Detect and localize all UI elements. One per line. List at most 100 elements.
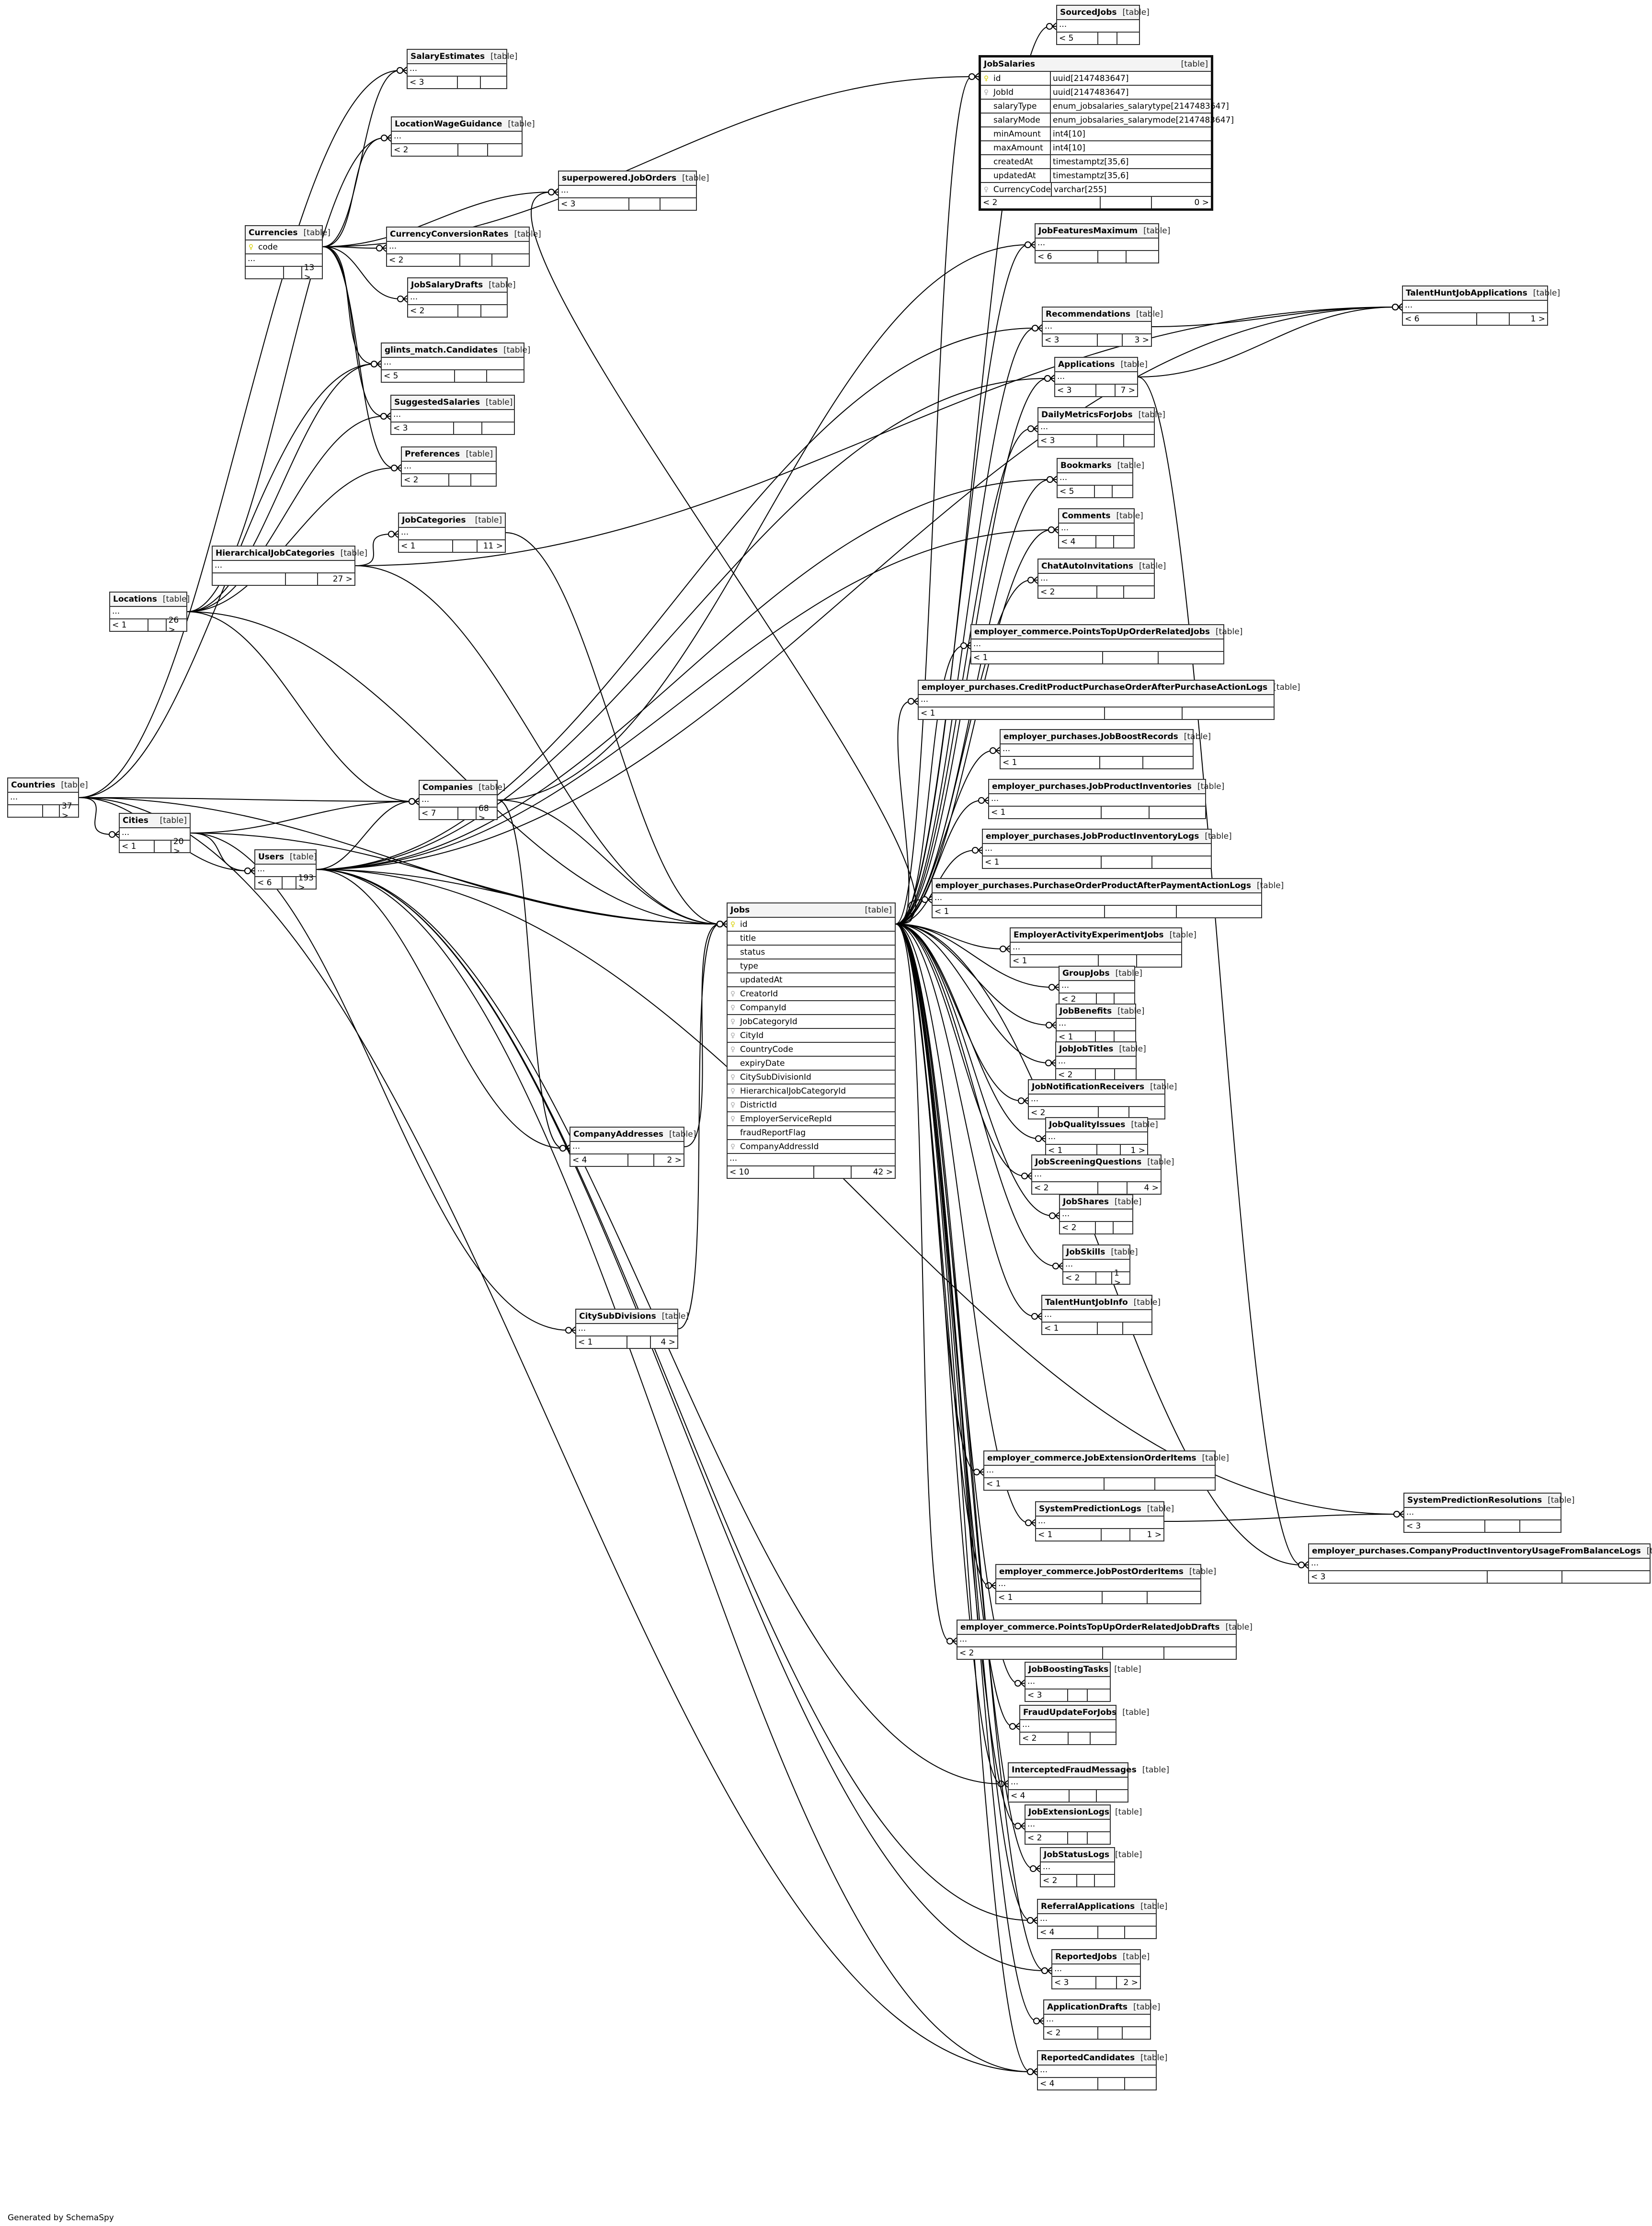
more-columns-ellipsis[interactable]: ... — [1043, 322, 1151, 334]
table-salary-estimates[interactable]: SalaryEstimates[table]...< 3 — [407, 49, 517, 89]
more-columns-ellipsis[interactable]: ... — [382, 358, 524, 370]
parent-count-link[interactable]: < 1 — [996, 1592, 1103, 1603]
more-columns-ellipsis[interactable]: ... — [420, 795, 497, 808]
parent-count-link[interactable]: < 2 — [957, 1647, 1104, 1659]
table-daily-metrics-for-jobs[interactable]: DailyMetricsForJobs[table]...< 3 — [1037, 407, 1165, 447]
table-name[interactable]: ReportedJobs — [1055, 1952, 1117, 1962]
parent-count-link[interactable]: < 2 — [1038, 586, 1098, 598]
table-name[interactable]: Cities — [123, 816, 148, 825]
parent-count-link[interactable]: < 1 — [984, 1478, 1105, 1490]
more-columns-ellipsis[interactable]: ... — [213, 561, 354, 573]
parent-count-link[interactable]: < 1 — [1036, 1529, 1102, 1541]
more-columns-ellipsis[interactable]: ... — [559, 186, 696, 198]
parent-count-link[interactable]: < 3 — [559, 198, 630, 210]
more-columns-ellipsis[interactable]: ... — [1001, 744, 1193, 757]
table-name[interactable]: Currencies — [249, 228, 298, 238]
more-columns-ellipsis[interactable]: ... — [989, 794, 1205, 807]
table-name[interactable]: CurrencyConversionRates — [390, 229, 509, 239]
table-name[interactable]: JobExtensionLogs — [1028, 1807, 1110, 1817]
parent-count-link[interactable]: < 1 — [1001, 757, 1101, 768]
table-name[interactable]: Companies — [422, 783, 473, 792]
table-name[interactable]: JobNotificationReceivers — [1032, 1082, 1145, 1092]
parent-count-link[interactable]: < 4 — [1059, 536, 1097, 548]
more-columns-ellipsis[interactable]: ... — [408, 64, 506, 77]
more-columns-ellipsis[interactable]: ... — [1032, 1170, 1161, 1182]
parent-count-link[interactable]: < 2 — [1041, 1875, 1078, 1886]
more-columns-ellipsis[interactable]: ... — [1044, 2015, 1150, 2027]
table-name[interactable]: Users — [258, 852, 284, 862]
column-row[interactable]: ♀CompanyId — [728, 1001, 895, 1015]
table-name[interactable]: SuggestedSalaries — [394, 398, 480, 407]
table-employer-purchases-purchase-order-product-after-payment-action-logs[interactable]: employer_purchases.PurchaseOrderProductA… — [932, 878, 1284, 918]
table-superpowered-job-orders[interactable]: superpowered.JobOrders[table]...< 3 — [558, 171, 709, 211]
table-job-boosting-tasks[interactable]: JobBoostingTasks[table]...< 3 — [1025, 1662, 1141, 1702]
table-employer-purchases-job-product-inventory-logs[interactable]: employer_purchases.JobProductInventoryLo… — [982, 829, 1232, 869]
table-name[interactable]: employer_purchases.CompanyProductInvento… — [1312, 1546, 1641, 1556]
child-count-link[interactable] — [481, 77, 506, 88]
table-name[interactable]: superpowered.JobOrders — [562, 173, 677, 183]
more-columns-ellipsis[interactable]: ... — [1060, 981, 1134, 993]
table-currency-conversion-rates[interactable]: CurrencyConversionRates[table]...< 2 — [386, 227, 541, 267]
table-group-jobs[interactable]: GroupJobs[table]...< 2 — [1059, 966, 1142, 1006]
parent-count-link[interactable]: < 1 — [1046, 1145, 1098, 1156]
table-name[interactable]: Countries — [11, 780, 56, 790]
table-name[interactable]: JobStatusLogs — [1044, 1850, 1110, 1860]
table-referral-applications[interactable]: ReferralApplications[table]...< 4 — [1037, 1899, 1168, 1939]
parent-count-link[interactable]: < 1 — [933, 906, 1105, 917]
parent-count-link[interactable]: < 2 — [387, 254, 460, 266]
child-count-link[interactable] — [471, 474, 496, 486]
table-employer-purchases-job-product-inventories[interactable]: employer_purchases.JobProductInventories… — [988, 779, 1224, 819]
table-name[interactable]: EmployerActivityExperimentJobs — [1014, 930, 1164, 940]
child-count-link[interactable]: 4 > — [1144, 1183, 1159, 1193]
table-preferences[interactable]: Preferences[table]...< 2 — [401, 446, 497, 487]
table-name[interactable]: Preferences — [405, 449, 460, 459]
more-columns-ellipsis[interactable]: ... — [1052, 1964, 1140, 1977]
column-row[interactable]: status — [728, 946, 895, 959]
more-columns-ellipsis[interactable]: ... — [1046, 1132, 1147, 1145]
more-columns-ellipsis[interactable]: ... — [1055, 372, 1137, 385]
column-row[interactable]: title — [728, 932, 895, 946]
parent-count-link[interactable]: < 3 — [1309, 1571, 1488, 1583]
parent-count-link[interactable]: < 2 — [402, 474, 450, 486]
table-name[interactable]: Locations — [113, 594, 157, 604]
table-name[interactable]: JobCategories — [402, 515, 466, 525]
child-count-link[interactable] — [482, 422, 514, 434]
child-count-link[interactable]: 42 > — [873, 1167, 893, 1177]
more-columns-ellipsis[interactable]: ... — [570, 1142, 684, 1154]
table-talent-hunt-job-info[interactable]: TalentHuntJobInfo[table]...< 1 — [1041, 1295, 1161, 1335]
parent-count-link[interactable]: < 3 — [1404, 1520, 1485, 1532]
child-count-link[interactable] — [1114, 1222, 1132, 1233]
parent-count-link[interactable]: < 3 — [1038, 435, 1098, 446]
table-name[interactable]: DailyMetricsForJobs — [1041, 410, 1133, 420]
table-name[interactable]: ReferralApplications — [1041, 1902, 1135, 1911]
child-count-link[interactable]: 3 > — [1134, 335, 1149, 345]
table-name[interactable]: CompanyAddresses — [573, 1130, 663, 1139]
parent-count-link[interactable]: < 10 — [728, 1166, 814, 1178]
more-columns-ellipsis[interactable]: ... — [1404, 1508, 1561, 1520]
more-columns-ellipsis[interactable]: ... — [391, 410, 514, 422]
more-columns-ellipsis[interactable]: ... — [1063, 1260, 1129, 1272]
child-count-link[interactable] — [1088, 1689, 1110, 1701]
parent-count-link[interactable]: < 7 — [420, 808, 458, 819]
table-intercepted-fraud-messages[interactable]: InterceptedFraudMessages[table]...< 4 — [1008, 1762, 1169, 1803]
parent-count-link[interactable]: < 1 — [1042, 1323, 1098, 1334]
table-hierarchical-job-categories[interactable]: HierarchicalJobCategories[table]...27 > — [212, 546, 367, 586]
table-name[interactable]: JobSkills — [1066, 1247, 1105, 1257]
table-job-notification-receivers[interactable]: JobNotificationReceivers[table]...< 2 — [1028, 1079, 1177, 1119]
more-columns-ellipsis[interactable]: ... — [984, 1466, 1215, 1478]
table-name[interactable]: employer_purchases.CreditProductPurchase… — [922, 683, 1268, 692]
table-comments[interactable]: Comments[table]...< 4 — [1058, 508, 1143, 548]
parent-count-link[interactable]: < 2 — [408, 305, 458, 317]
more-columns-ellipsis[interactable]: ... — [1041, 1862, 1114, 1875]
child-count-link[interactable] — [1091, 1733, 1116, 1744]
parent-count-link[interactable]: < 1 — [399, 540, 453, 552]
parent-count-link[interactable]: < 2 — [1025, 1832, 1068, 1844]
